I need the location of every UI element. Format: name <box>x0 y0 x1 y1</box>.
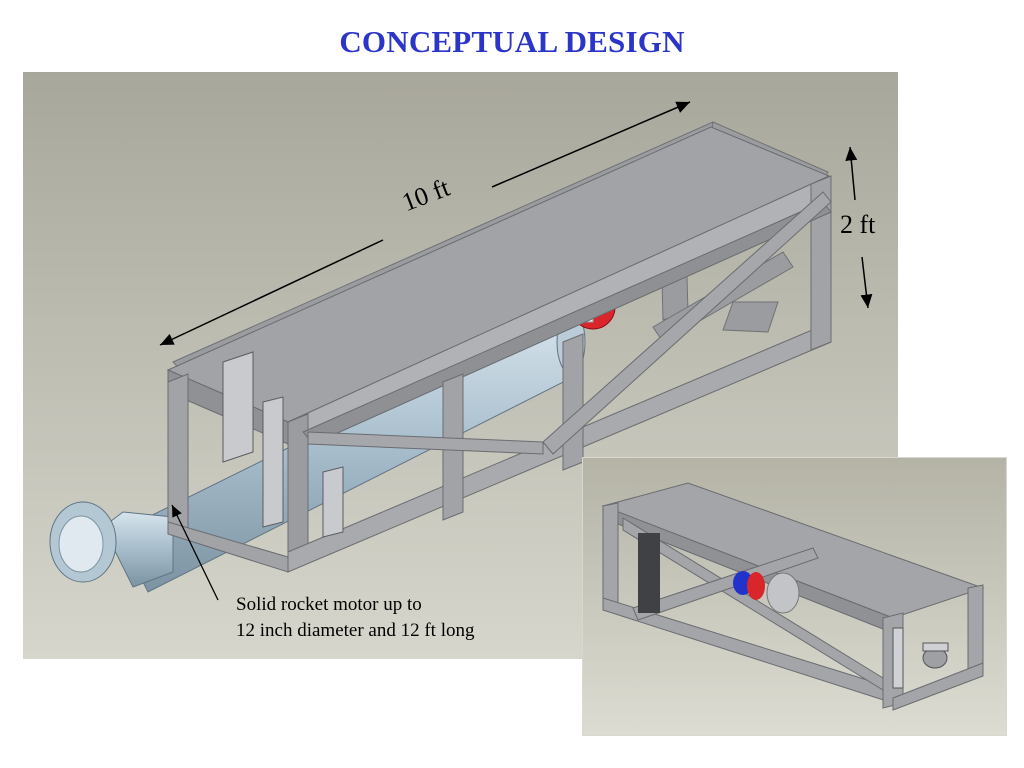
caption-line-1: Solid rocket motor up to <box>236 594 422 615</box>
motor-caption: Solid rocket motor up to 12 inch diamete… <box>236 592 475 644</box>
inset-bracket <box>892 627 949 689</box>
slide-title: CONCEPTUAL DESIGN <box>339 24 685 59</box>
main-cad-render <box>23 72 898 659</box>
inset-dark-plate <box>638 533 660 613</box>
frame-front-structure <box>166 126 832 573</box>
thrust-bracket <box>222 351 344 538</box>
inset-cad-render <box>583 458 1006 735</box>
inset-motor-end <box>766 572 800 614</box>
inset-red-fitting <box>747 572 765 600</box>
caption-line-2: 12 inch diameter and 12 ft long <box>236 620 475 641</box>
height-dimension-label: 2 ft <box>840 210 876 239</box>
inset-frame <box>601 482 985 711</box>
